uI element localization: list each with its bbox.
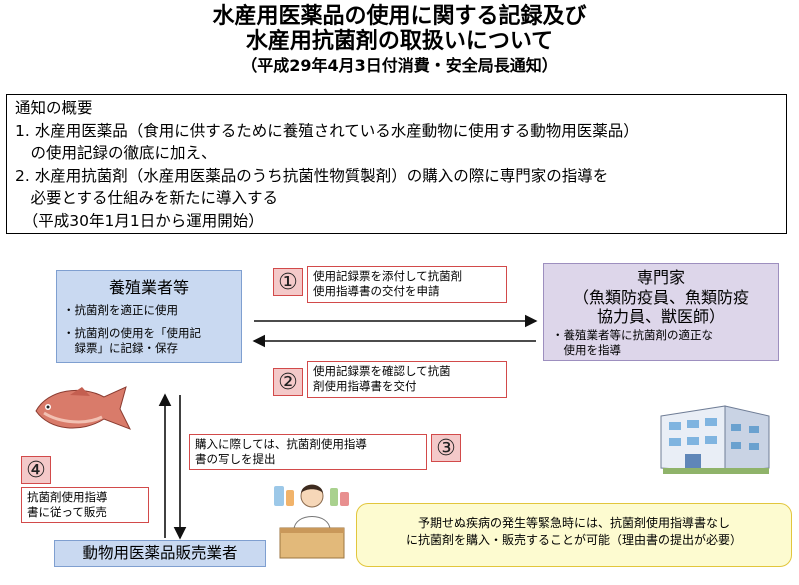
- step-3-text-1: 購入に際しては、抗菌剤使用指導: [195, 437, 367, 451]
- expert-subtitle-2: 協力員、獣医師）: [596, 307, 725, 326]
- summary-line-5: （平成30年1月1日から運用開始）: [15, 211, 264, 230]
- step-3-note: 購入に際しては、抗菌剤使用指導 書の写しを提出: [189, 434, 427, 470]
- step-1-note: 使用記録票を添付して抗菌剤 使用指導書の交付を申請: [307, 266, 507, 303]
- page-title-line1: 水産用医薬品の使用に関する記録及び: [212, 4, 587, 29]
- expert-title: 専門家: [636, 268, 685, 287]
- step-2-text-2: 剤使用指導書を交付: [313, 379, 417, 393]
- step-2-text-1: 使用記録票を確認して抗菌: [313, 364, 451, 378]
- step-1-text-2: 使用指導書の交付を申請: [313, 284, 440, 298]
- page-title-line2: 水産用抗菌剤の取扱いについて: [245, 29, 554, 54]
- expert-item-2: 使用を指導: [552, 343, 621, 357]
- emergency-note: 予期せぬ疾病の発生等緊急時には、抗菌剤使用指導書なし に抗菌剤を購入・販売するこ…: [356, 503, 792, 567]
- step-2-number: ②: [273, 368, 303, 396]
- summary-line-1: 1. 水産用医薬品（食用に供するために養殖されている水産動物に使用する動物用医薬…: [15, 121, 639, 140]
- expert-box: 専門家 （魚類防疫員、魚類防疫 協力員、獣医師） ・養殖業者等に抗菌剤の適正な …: [543, 263, 779, 361]
- farmer-item-2: ・抗菌剤の使用を「使用記: [63, 326, 201, 340]
- emergency-note-line-2: に抗菌剤を購入・販売することが可能（理由書の提出が必要）: [405, 533, 742, 547]
- pharmacist-illustration: [274, 484, 349, 559]
- step-1-number: ①: [273, 268, 303, 296]
- expert-item-1: ・養殖業者等に抗菌剤の適正な: [552, 328, 713, 342]
- step-4-note: 抗菌剤使用指導 書に従って販売: [21, 487, 149, 523]
- farmer-item-3: 録票」に記録・保存: [63, 341, 178, 355]
- farmer-box: 養殖業者等 ・抗菌剤を適正に使用 ・抗菌剤の使用を「使用記 録票」に記録・保存: [56, 270, 242, 363]
- step-4-text-1: 抗菌剤使用指導: [27, 490, 108, 504]
- summary-box: 通知の概要 1. 水産用医薬品（食用に供するために養殖されている水産動物に使用す…: [6, 94, 787, 234]
- summary-heading: 通知の概要: [15, 99, 93, 117]
- farmer-item-1: ・抗菌剤を適正に使用: [63, 303, 178, 317]
- step-4-text-2: 書に従って販売: [27, 505, 107, 519]
- seller-box: 動物用医薬品販売業者: [54, 540, 266, 567]
- summary-line-3: 2. 水産用抗菌剤（水産用医薬品のうち抗菌性物質製剤）の購入の際に専門家の指導を: [15, 166, 609, 185]
- step-4-number: ④: [21, 456, 51, 484]
- step-3-text-2: 書の写しを提出: [195, 452, 276, 466]
- expert-subtitle-1: （魚類防疫員、魚類防疫: [572, 288, 749, 307]
- step-2-note: 使用記録票を確認して抗菌 剤使用指導書を交付: [307, 361, 507, 398]
- fish-illustration: [35, 386, 132, 430]
- step-3-number: ③: [431, 434, 461, 462]
- farmer-title: 養殖業者等: [108, 278, 189, 297]
- hospital-building-illustration: [660, 405, 770, 474]
- emergency-note-line-1: 予期せぬ疾病の発生等緊急時には、抗菌剤使用指導書なし: [417, 516, 730, 530]
- step-1-text-1: 使用記録票を添付して抗菌剤: [313, 269, 463, 283]
- page-subtitle: （平成29年4月3日付消費・安全局長通知）: [241, 56, 558, 75]
- summary-line-4: 必要とする仕組みを新たに導入する: [15, 189, 279, 207]
- summary-line-2: の使用記録の徹底に加え、: [15, 144, 217, 162]
